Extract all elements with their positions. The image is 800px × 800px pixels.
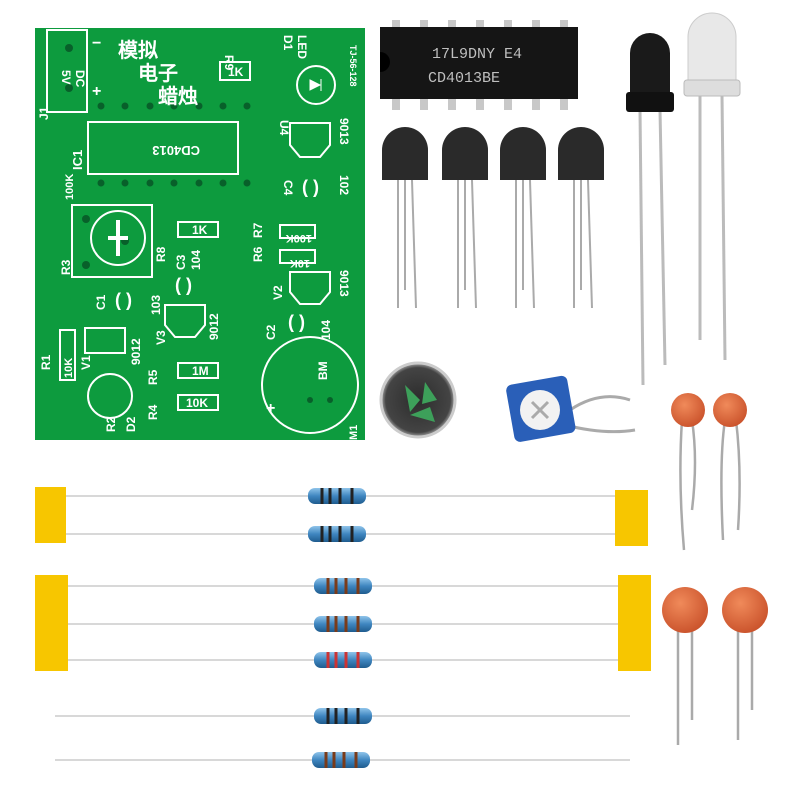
- ceramic-capacitor: [722, 587, 768, 740]
- led-black: [626, 33, 674, 386]
- pcb-label-dc: DC: [73, 70, 87, 88]
- pcb-board: 模拟 电子 蜡烛 5V DC − + J1 TJ-56-128 IC1 CD40…: [35, 28, 365, 440]
- pcb-label-r3-value: 100K: [64, 174, 76, 200]
- led-clear: [683, 12, 741, 361]
- pcb-label-v2: V2: [271, 285, 285, 300]
- pcb-c4-outline: ( ): [302, 177, 319, 197]
- pcb-label-r9-value: 1K: [228, 65, 244, 79]
- transistor: [382, 127, 428, 309]
- electret-microphone: [379, 361, 457, 439]
- resistor: [308, 488, 366, 504]
- pcb-label-c2-value: 104: [319, 320, 333, 340]
- pcb-label-led: LED: [295, 35, 309, 59]
- ceramic-capacitor: [662, 587, 708, 745]
- pcb-label-c4-value: 102: [337, 175, 351, 195]
- pcb-label-r9: R9: [222, 55, 236, 71]
- pcb-label-r2: R2: [104, 416, 118, 432]
- pcb-board-code: TJ-56-128: [348, 45, 358, 87]
- pcb-label-r5: R5: [146, 369, 160, 385]
- pcb-label-r6: R6: [251, 246, 265, 262]
- pcb-label-c1: C1: [94, 294, 108, 310]
- pcb-c1-outline: ( ): [115, 290, 132, 310]
- pcb-label-r8: R8: [154, 246, 168, 262]
- pcb-label-d1: D1: [281, 35, 295, 51]
- chip-marking-line1: 17L9DNY E4: [432, 46, 522, 63]
- pcb-label-u4: U4: [277, 120, 291, 136]
- pcb-label-j1: J1: [37, 106, 51, 120]
- pcb-label-c3-value: 104: [189, 250, 203, 270]
- pcb-label-u4-value: 9013: [337, 118, 351, 145]
- pcb-label-r5-value: 1M: [192, 364, 209, 378]
- resistor: [308, 526, 366, 542]
- pcb-title-line1: 模拟: [118, 38, 158, 62]
- resistors: [308, 488, 372, 768]
- transistor: [442, 127, 488, 309]
- pcb-c2-outline: ( ): [288, 312, 305, 332]
- pcb-label-r1: R1: [39, 354, 53, 370]
- pcb-label-r4: R4: [146, 404, 160, 420]
- pcb-label-c4: C4: [281, 180, 295, 196]
- pcb-label-r7: R7: [251, 222, 265, 238]
- pcb-label-v1: V1: [79, 355, 93, 370]
- pcb-label-r7-value: 100K: [286, 232, 312, 244]
- pcb-label-c2: C2: [264, 324, 278, 340]
- pcb-label-plus: +: [92, 83, 101, 100]
- pcb-label-5v: 5V: [59, 70, 73, 85]
- resistor: [314, 652, 372, 668]
- pcb-label-v2-value: 9013: [337, 270, 351, 297]
- pcb-label-bm-plus: +: [266, 400, 275, 417]
- ceramic-capacitor: [671, 393, 705, 551]
- pcb-title-line2: 电子: [138, 62, 178, 85]
- ic-chip-cd4013: 17L9DNY E4 CD4013BE: [380, 20, 578, 110]
- transistor: [558, 127, 604, 309]
- pcb-label-m1: M1: [348, 425, 360, 440]
- trimmer-potentiometer: [506, 375, 636, 442]
- pcb-label-ic1: IC1: [70, 150, 85, 170]
- resistor: [312, 752, 370, 768]
- pcb-label-v3-value: 9012: [207, 313, 221, 340]
- pcb-label-r4-value: 10K: [186, 396, 208, 410]
- pcb-label-r6-value: 10K: [290, 257, 310, 269]
- transistors: [382, 127, 604, 309]
- pcb-label-cd4013: CD4013: [152, 143, 200, 158]
- chip-marking-line2: CD4013BE: [428, 70, 500, 87]
- resistor: [314, 708, 372, 724]
- pcb-label-r8-value: 1K: [192, 223, 208, 237]
- transistor: [500, 127, 546, 309]
- pcb-label-r1-value: 10K: [63, 358, 75, 378]
- ceramic-capacitor: [713, 393, 747, 541]
- pcb-label-v1-value: 9012: [129, 338, 143, 365]
- pcb-label-r3: R3: [59, 259, 73, 275]
- resistor: [314, 578, 372, 594]
- pcb-title-line3: 蜡烛: [158, 84, 198, 108]
- ceramic-capacitors: [662, 393, 768, 745]
- pcb-label-c3: C3: [174, 254, 188, 270]
- pcb-label-d2: D2: [124, 416, 138, 432]
- resistor: [314, 616, 372, 632]
- pcb-label-bm: BM: [316, 361, 330, 380]
- pcb-label-c1-value: 103: [149, 295, 163, 315]
- pcb-label-minus: −: [92, 35, 101, 52]
- resistor-tape: [35, 487, 651, 761]
- pcb-c3-outline: ( ): [175, 275, 192, 295]
- pcb-label-v3: V3: [154, 330, 168, 345]
